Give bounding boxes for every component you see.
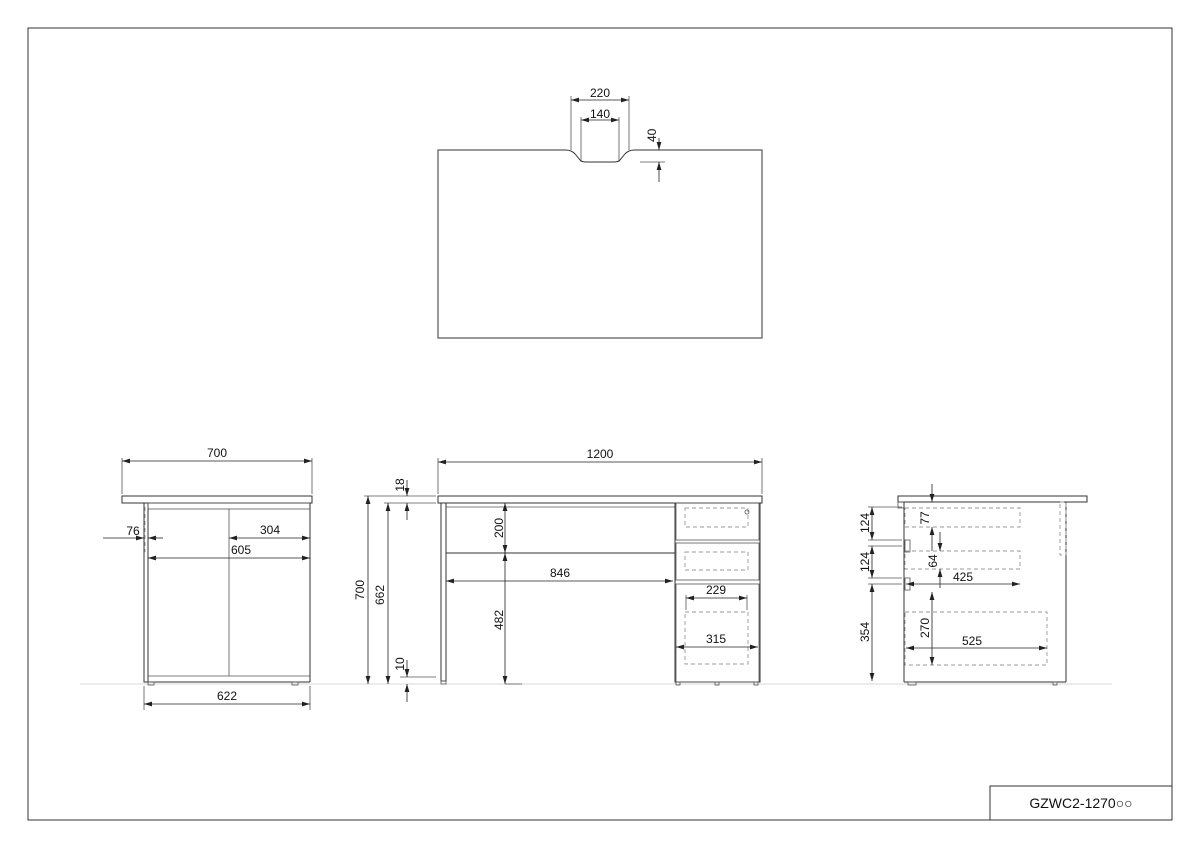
dim-top-thickness: 18 <box>393 478 407 492</box>
dim-pedestal-width: 315 <box>706 632 726 646</box>
right-side-view: 124 124 354 77 64 425 270 525 <box>858 484 1088 686</box>
dim-overall-depth: 700 <box>207 446 227 460</box>
dim-file-drawer-depth: 525 <box>962 634 982 648</box>
dim-knee-width: 846 <box>550 566 570 580</box>
drawing-border <box>27 27 1173 821</box>
dim-apron-height: 200 <box>492 518 506 538</box>
dim-drawer2-height: 124 <box>858 552 872 572</box>
dim-notch-inner: 140 <box>590 107 610 121</box>
dim-drawer3-height: 354 <box>858 622 872 642</box>
dim-drawer-inner-width: 229 <box>706 583 726 597</box>
dim-foot-height: 10 <box>393 657 407 671</box>
dim-drawer1-height: 124 <box>858 513 872 533</box>
top-view: 220 140 40 <box>437 86 763 339</box>
dim-offset: 76 <box>126 524 140 538</box>
drawing-number: GZWC2-1270○○ <box>1029 795 1132 811</box>
dim-notch-outer: 220 <box>590 86 610 100</box>
title-block: GZWC2-1270○○ <box>989 785 1173 821</box>
dim-base-depth: 622 <box>217 689 237 703</box>
dim-drawer-depth: 425 <box>953 570 973 584</box>
dim-door-width: 304 <box>260 523 280 537</box>
dim-file-drawer-height: 270 <box>918 618 932 638</box>
height-dimensions: 700 662 18 10 <box>353 478 436 702</box>
dim-leg-height: 662 <box>373 585 387 605</box>
dim-notch-depth: 40 <box>645 128 659 142</box>
left-side-view: 700 76 304 605 622 <box>103 446 313 710</box>
dim-64: 64 <box>926 554 940 568</box>
front-view: 1200 200 482 846 229 315 <box>437 447 763 686</box>
dim-knee-height: 482 <box>492 610 506 630</box>
dim-overall-height: 700 <box>353 580 367 600</box>
dim-inner-depth: 605 <box>231 543 251 557</box>
dim-77: 77 <box>918 511 932 525</box>
dim-overall-width: 1200 <box>587 447 614 461</box>
